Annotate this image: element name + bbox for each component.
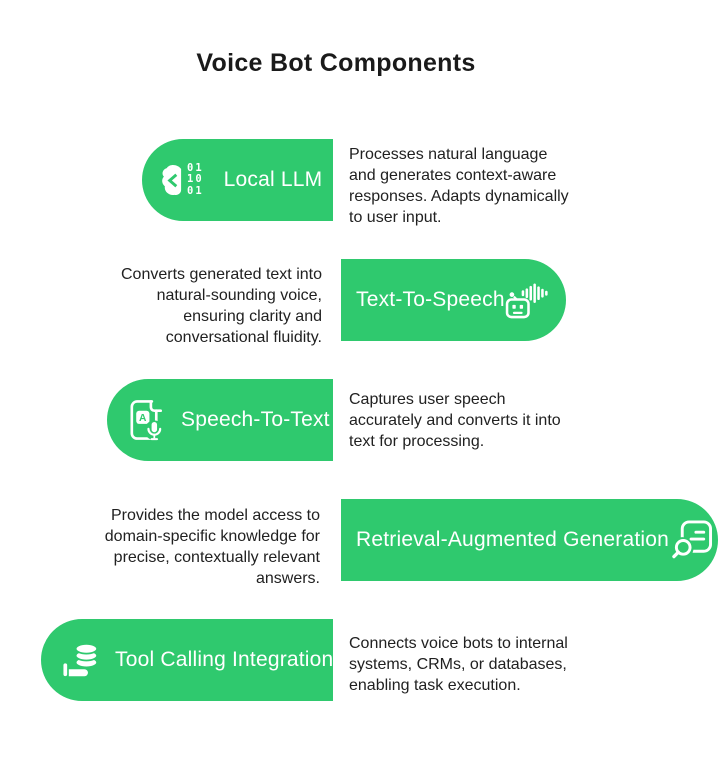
description-tool-calling-integration: Connects voice bots to internal systems,…	[349, 635, 568, 694]
card-local-llm: 01 10 01 Local LLM	[138, 135, 337, 225]
robot-soundwave-icon	[505, 281, 552, 320]
card-label: Local LLM	[223, 168, 323, 191]
description-retrieval-augmented-generation: Provides the model access to domain-spec…	[104, 507, 320, 587]
description-speech-to-text: Captures user speech accurately and conv…	[349, 391, 561, 450]
description-local-llm: Processes natural language and generates…	[349, 146, 569, 226]
card-label: Tool Calling Integration	[115, 648, 334, 671]
page-title: Voice Bot Components	[196, 49, 476, 77]
document-search-icon	[669, 519, 715, 561]
card-retrieval-augmented-generation: Retrieval-Augmented Generation	[337, 495, 722, 585]
card-label: Text-To-Speech	[356, 288, 505, 311]
description-text-to-speech: Converts generated text into natural-sou…	[120, 266, 322, 346]
icon-letter-a: A	[139, 412, 147, 423]
document-a-microphone-icon: A	[127, 398, 165, 443]
binary-digits: 01 10 01	[187, 161, 204, 197]
coins-hand-icon	[61, 639, 102, 681]
card-tool-calling-integration: Tool Calling Integration	[37, 615, 337, 705]
card-text-to-speech: Text-To-Speech	[337, 255, 570, 345]
card-label: Speech-To-Text	[181, 408, 330, 431]
card-label: Retrieval-Augmented Generation	[356, 528, 670, 551]
card-speech-to-text: A Speech-To-Text	[103, 375, 337, 465]
brain-binary-icon: 01 10 01	[162, 161, 204, 198]
